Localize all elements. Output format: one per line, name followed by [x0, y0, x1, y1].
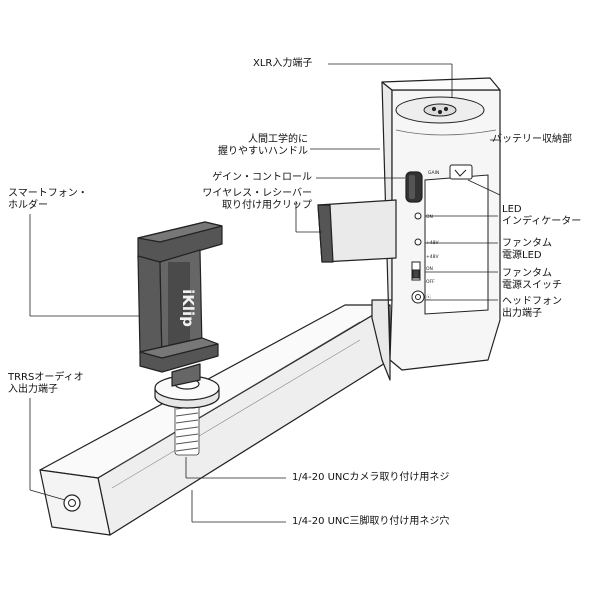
- label-xlr-input: XLR入力端子: [253, 58, 313, 69]
- panel-switch-mark: +48V: [426, 254, 439, 260]
- label-smartphone-holder: スマートフォン・ ホルダー: [8, 188, 88, 211]
- panel-headphone-mark: ⓢ: [426, 294, 431, 301]
- headphone-jack: [411, 290, 425, 304]
- phantom-led: [414, 238, 422, 246]
- label-trrs-io: TRRSオーディオ 入出力端子: [8, 372, 84, 395]
- control-panel: [424, 164, 489, 315]
- label-tripod-screw: 1/4-20 UNC三脚取り付け用ネジ穴: [292, 516, 450, 527]
- label-ergonomic-grip: 人間工学的に 握りやすいハンドル: [218, 134, 308, 157]
- mount-knob: [154, 375, 220, 409]
- label-phantom-led: ファンタム 電源LED: [502, 238, 552, 261]
- panel-switch-off-mark: OFF: [426, 279, 435, 285]
- trrs-jack: [63, 494, 81, 512]
- label-receiver-clip: ワイヤレス・レシーバー 取り付け用クリップ: [202, 188, 312, 211]
- label-headphone-output: ヘッドフォン 出力端子: [502, 296, 562, 319]
- label-camera-screw: 1/4-20 UNCカメラ取り付け用ネジ: [292, 472, 450, 483]
- smartphone-holder: [137, 221, 223, 387]
- brand-logo: iKlip: [179, 289, 197, 327]
- label-phantom-switch: ファンタム 電源スイッチ: [502, 268, 562, 291]
- receiver-clip: [317, 199, 397, 263]
- mount-arm: [39, 304, 391, 536]
- leader-lines: [29, 63, 501, 523]
- arm-edge-line-2: [111, 339, 361, 489]
- gain-knob: [405, 171, 423, 203]
- panel-on-mark: ON: [426, 214, 433, 220]
- panel-gain-mark: GAIN: [428, 170, 439, 176]
- phantom-switch: [411, 261, 421, 281]
- label-led-indicator: LED インディケーター: [502, 204, 582, 227]
- arm-edge-line: [114, 321, 361, 469]
- label-battery-compartment: バッテリー収納部: [492, 134, 572, 145]
- label-gain-control: ゲイン・コントロール: [212, 172, 312, 183]
- panel-switch-on-mark: ON: [426, 266, 433, 272]
- led-indicator: [414, 212, 422, 220]
- xlr-connector: [395, 96, 485, 124]
- camera-screw: [174, 394, 200, 456]
